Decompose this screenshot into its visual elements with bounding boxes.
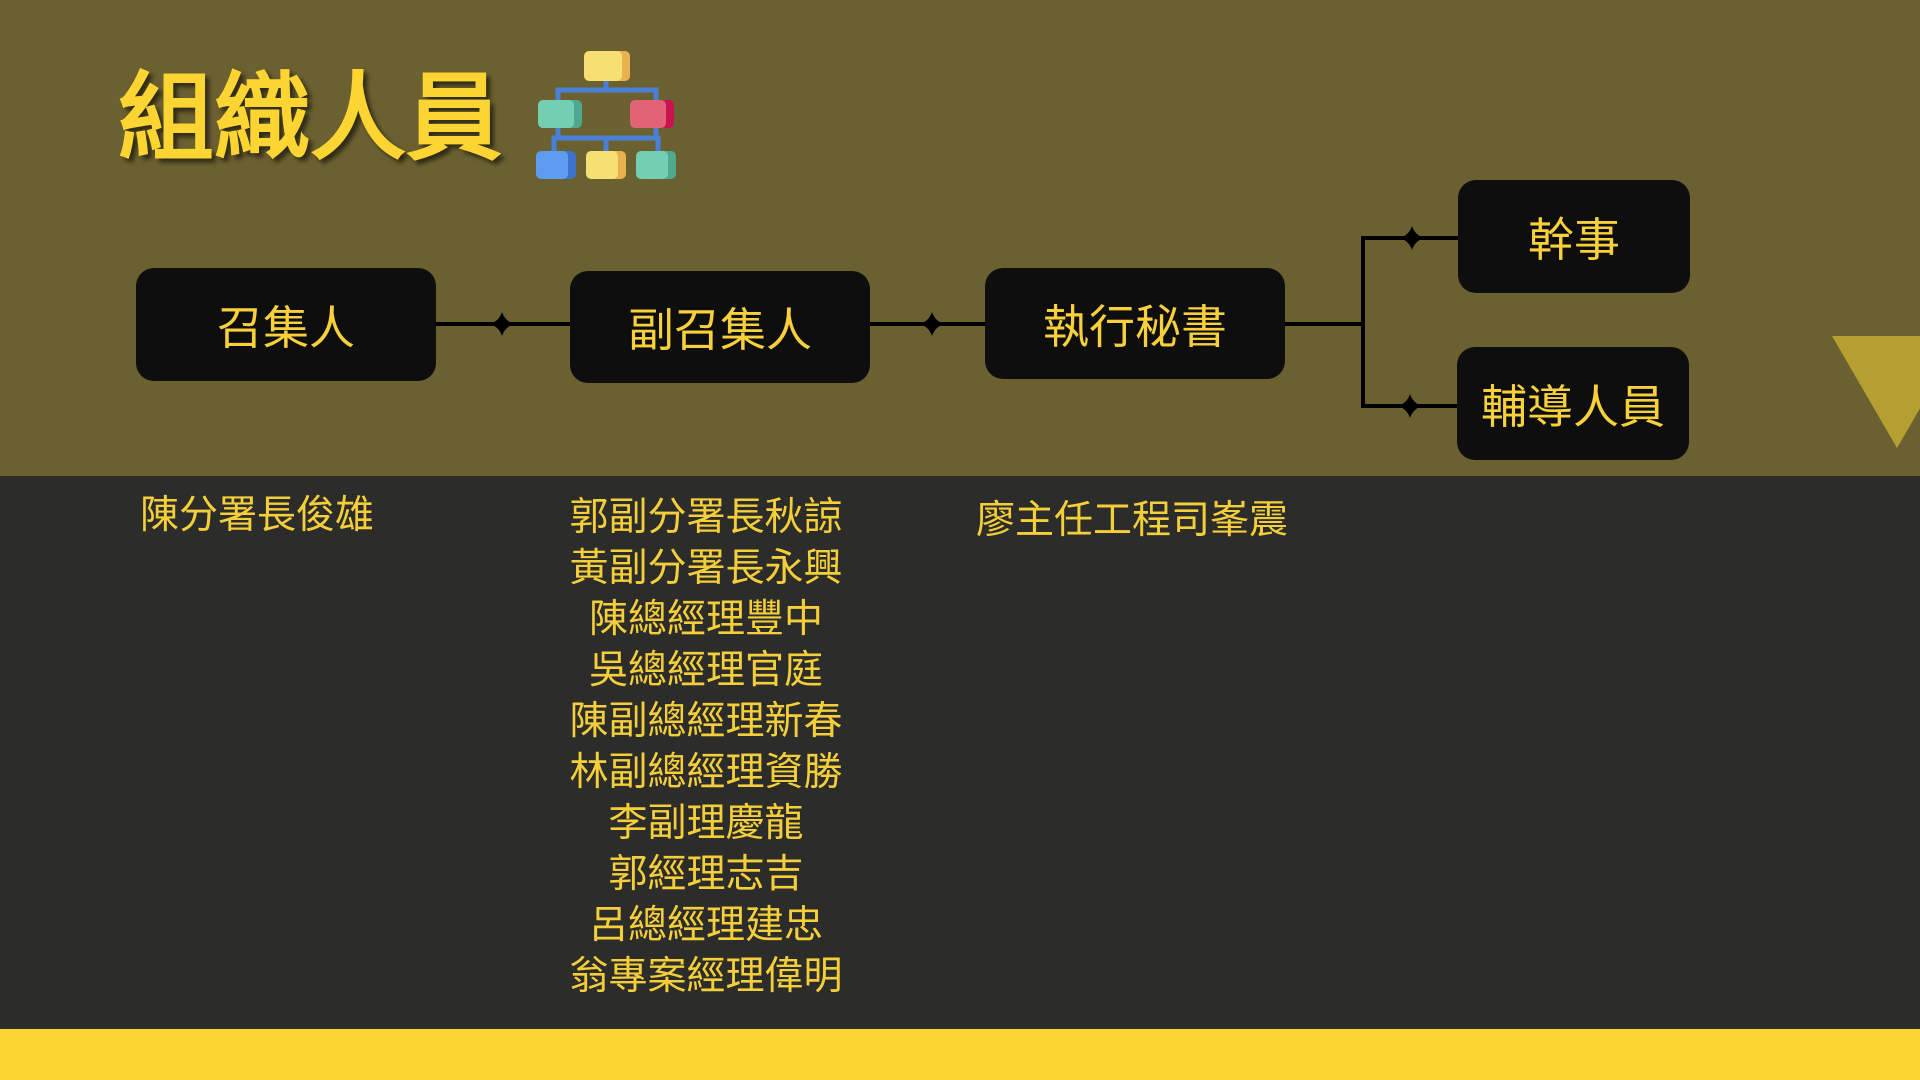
member-name: 郭經理志吉 [608, 852, 804, 897]
org-chart-icon [536, 51, 676, 179]
member-name: 李副理慶龍 [608, 801, 804, 846]
page-title: 組織人員 [118, 62, 502, 174]
member-name: 吳總經理官庭 [588, 648, 823, 693]
node-label: 執行秘書 [1043, 299, 1227, 354]
node-convener[interactable]: 召集人 [136, 268, 436, 381]
footer-accent-bar [0, 1029, 1920, 1080]
node-counselor[interactable]: 輔導人員 [1457, 347, 1689, 460]
node-executive-secretary[interactable]: 執行秘書 [985, 268, 1285, 379]
deputy-convener-members: 郭副分署長秋諒 黃副分署長永興 陳總經理豐中 吳總經理官庭 陳副總經理新春 林副… [556, 492, 856, 1002]
executive-secretary-members: 廖主任工程司峯震 [976, 495, 1288, 546]
member-name: 陳分署長俊雄 [140, 493, 375, 538]
member-name: 陳副總經理新春 [569, 699, 843, 744]
node-label: 輔導人員 [1481, 379, 1665, 434]
node-label: 幹事 [1528, 212, 1620, 267]
member-name: 翁專案經理偉明 [569, 954, 843, 999]
member-name: 廖主任工程司峯震 [976, 498, 1289, 543]
member-name: 陳總經理豐中 [588, 597, 823, 642]
node-deputy-convener[interactable]: 副召集人 [570, 271, 870, 383]
convener-members: 陳分署長俊雄 [140, 490, 374, 541]
member-name: 郭副分署長秋諒 [569, 495, 843, 540]
member-name: 呂總經理建忠 [588, 903, 823, 948]
node-label: 副召集人 [628, 303, 812, 357]
node-officer[interactable]: 幹事 [1458, 180, 1690, 293]
node-label: 召集人 [217, 300, 355, 355]
member-name: 林副總經理資勝 [569, 750, 843, 795]
member-name: 黃副分署長永興 [569, 546, 843, 591]
